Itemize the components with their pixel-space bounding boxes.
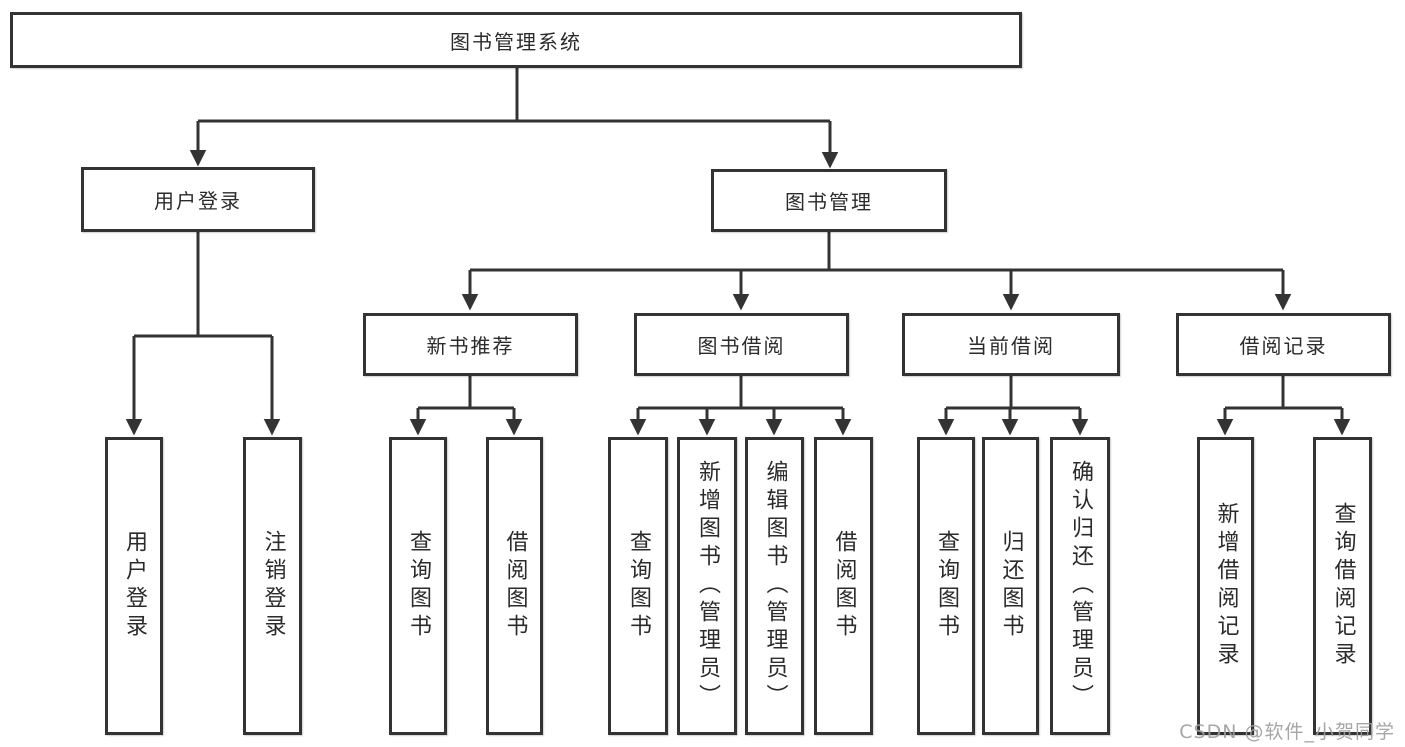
leaf-user-login: 用户登录: [105, 437, 163, 735]
leaf-edit-books-admin: 编辑图书（管理员）: [745, 437, 804, 735]
node-user-login: 用户登录: [81, 167, 315, 232]
leaf-borrow-books: 借阅图书: [814, 437, 873, 735]
node-new-book-recommendation: 新书推荐: [363, 313, 578, 376]
connector: [418, 376, 514, 410]
leaf-confirm-return-admin: 确认归还（管理员）: [1050, 437, 1110, 735]
node-borrowing-records: 借阅记录: [1176, 313, 1391, 376]
node-current-borrowing: 当前借阅: [902, 313, 1120, 376]
leaf-query-books: 查询图书: [389, 437, 447, 735]
watermark: CSDN @软件_小贺同学: [1179, 721, 1395, 743]
connector: [470, 232, 1283, 272]
connector: [134, 232, 272, 338]
leaf-query-borrow-record: 查询借阅记录: [1313, 437, 1372, 735]
leaf-logout: 注销登录: [243, 437, 302, 735]
leaf-add-books-admin: 新增图书（管理员）: [677, 437, 737, 735]
leaf-query-books: 查询图书: [608, 437, 668, 735]
leaf-query-books: 查询图书: [917, 437, 975, 735]
node-book-borrowing: 图书借阅: [634, 313, 849, 376]
leaf-add-borrow-record: 新增借阅记录: [1197, 437, 1254, 735]
connector: [198, 67, 830, 123]
connector: [1225, 376, 1342, 410]
connector: [638, 376, 843, 410]
leaf-borrow-books: 借阅图书: [486, 437, 543, 735]
leaf-return-books: 归还图书: [982, 437, 1039, 735]
node-book-management: 图书管理: [711, 169, 947, 232]
node-library-management-system: 图书管理系统: [10, 12, 1022, 68]
connector: [946, 376, 1080, 410]
